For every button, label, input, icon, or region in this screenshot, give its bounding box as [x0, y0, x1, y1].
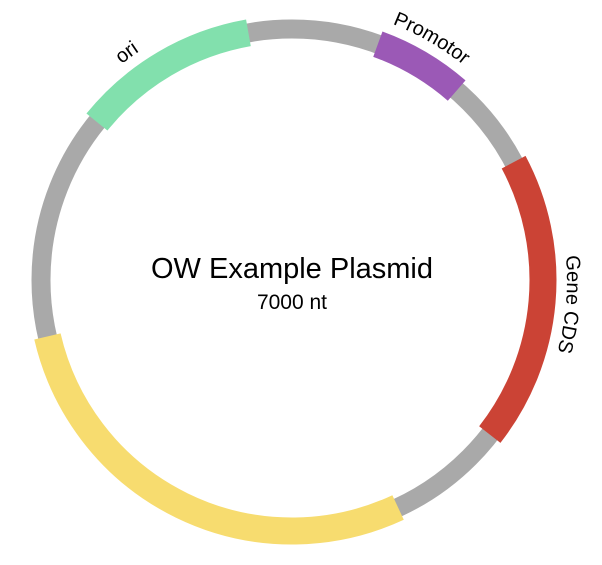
feature-gene-cds[interactable]: [479, 155, 557, 443]
feature-promotor[interactable]: [372, 31, 466, 101]
feature-label-gene-cds: Gene CDS: [553, 255, 584, 356]
plasmid-title: OW Example Plasmid: [151, 253, 433, 285]
feature-ampr[interactable]: [34, 333, 404, 545]
feature-layer: [34, 19, 557, 545]
plasmid-length: 7000 nt: [257, 291, 327, 314]
feature-ori[interactable]: [86, 19, 251, 131]
feature-label-ori: ori: [111, 37, 142, 68]
